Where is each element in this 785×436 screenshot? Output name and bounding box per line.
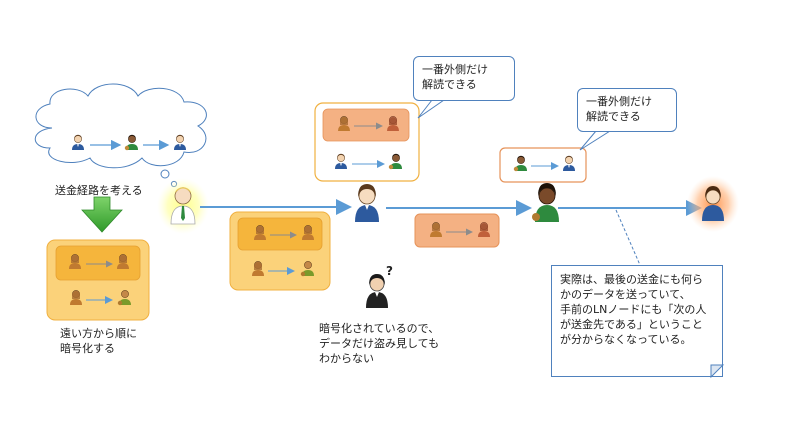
explanation-note: 実際は、最後の送金にも何ら かのデータを送っていて、 手前のLNノードにも「次の… (551, 265, 723, 377)
callout-outer-layer-1: 一番外側だけ 解読できる (413, 56, 515, 101)
encrypted-package-left (46, 239, 150, 321)
callout-outer-layer-2: 一番外側だけ 解読できる (577, 88, 677, 132)
green-down-arrow (81, 196, 123, 233)
note-line-3: 手前のLNノードにも「次の人 (560, 303, 707, 316)
note-line-2: かのデータを送っていて、 (560, 288, 691, 301)
cloud-route-people (71, 134, 187, 151)
note-line-5: が分からなくなっている。 (560, 333, 692, 346)
eavesdrop-label: 暗号化されているので、 データだけ盗み見しても わからない (319, 321, 439, 366)
callout-1-line-2: 解読できる (422, 78, 477, 91)
callout-1-pointer (417, 99, 446, 119)
encrypt-label-line-1: 遠い方から順に (60, 327, 137, 340)
eavesdrop-label-line-3: わからない (319, 352, 374, 365)
eavesdrop-label-line-2: データだけ盗み見しても (319, 337, 440, 350)
receiver-node (687, 176, 739, 232)
sender-node (157, 178, 209, 234)
eavesdrop-label-line-1: 暗号化されているので、 (319, 322, 440, 335)
route-label: 送金経路を考える (55, 184, 143, 197)
callout-2-pointer (579, 130, 612, 151)
decoded-package-second (499, 147, 587, 183)
note-line-1: 実際は、最後の送金にも何ら (560, 273, 703, 286)
callout-2-line-1: 一番外側だけ (586, 95, 652, 108)
middle-node (355, 184, 379, 222)
encrypted-package-transit-2 (414, 213, 500, 248)
encrypt-label-line-2: 暗号化する (60, 342, 115, 355)
note-line-4: が送金先である」ということ (560, 318, 703, 331)
callout-1-line-1: 一番外側だけ (422, 63, 488, 76)
eavesdropper (366, 274, 388, 308)
encrypted-package-transit-1 (229, 211, 331, 291)
note-connector (615, 209, 641, 266)
callout-2-line-2: 解読できる (586, 110, 641, 123)
decoded-package-middle (314, 102, 420, 182)
encrypt-label: 遠い方から順に 暗号化する (60, 326, 137, 356)
second-node (532, 183, 559, 222)
question-mark: ? (386, 264, 393, 278)
